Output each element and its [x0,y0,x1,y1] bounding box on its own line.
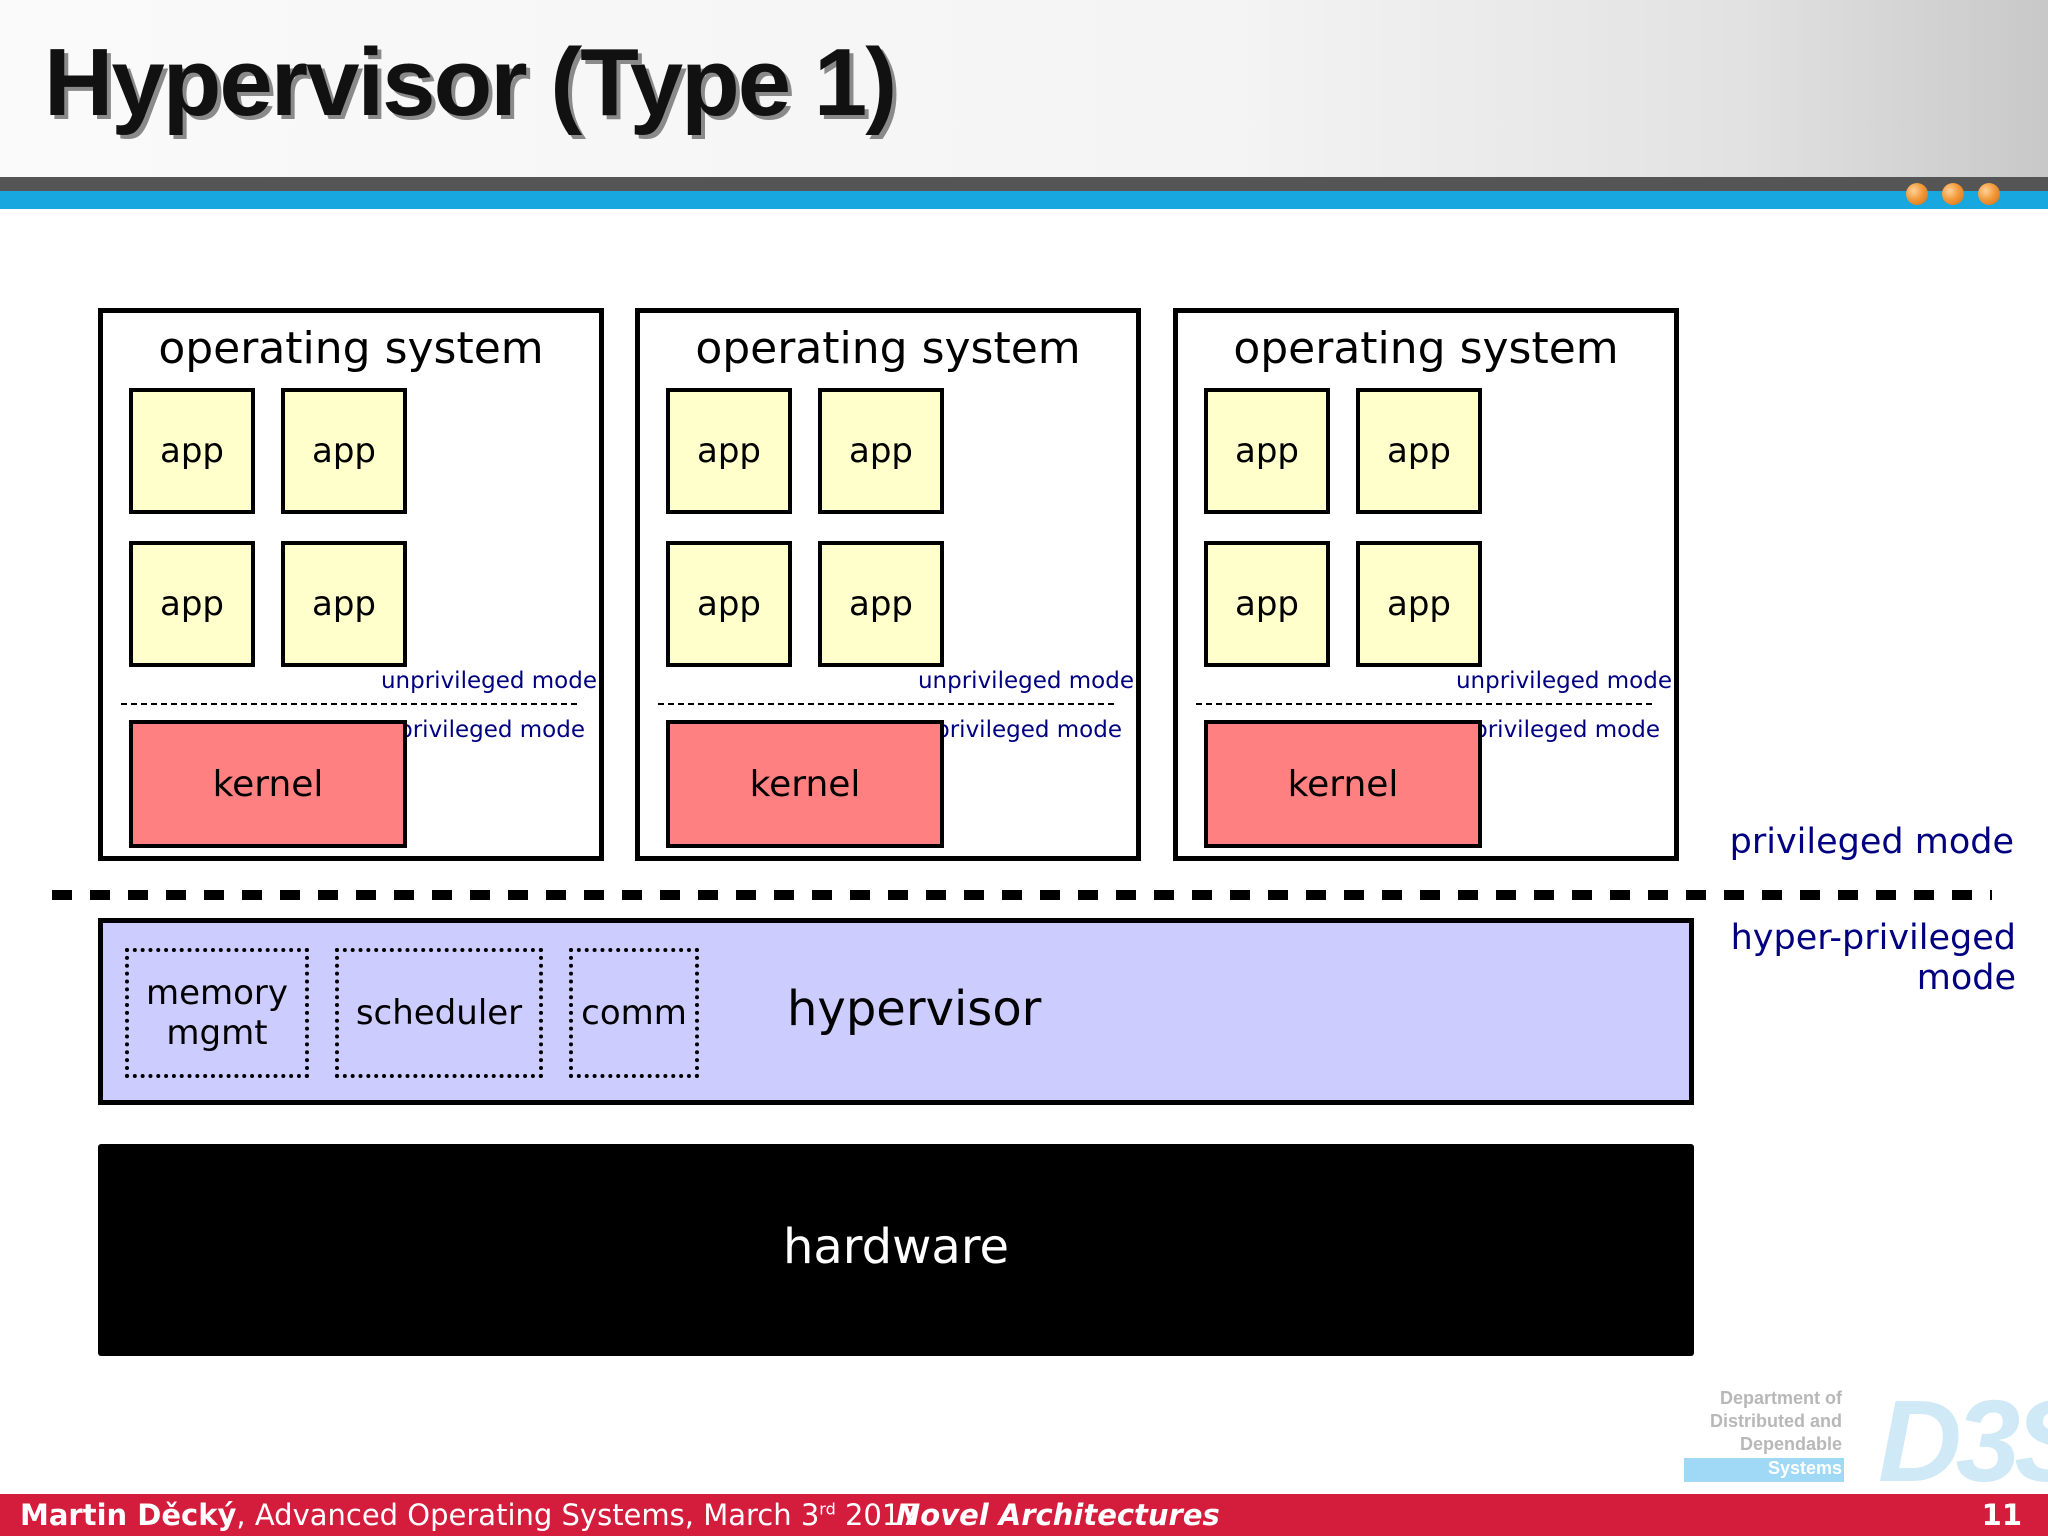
guest-os-box-2: operating system app app app app unprivi… [635,308,1141,861]
d3s-logo: D3S Department of Distributed and Depend… [1682,1376,2048,1506]
unprivileged-mode-label: unprivileged mode [917,668,1134,694]
hyper-privileged-label-line2: mode [1916,958,2016,998]
unprivileged-mode-label: unprivileged mode [380,668,597,694]
app-box: app [281,541,407,667]
app-box: app [666,388,792,514]
logo-text-line4: Systems [1767,1458,1842,1478]
hardware-label: hardware [782,1219,1010,1275]
footer-date-suffix: rd [819,1499,836,1519]
component-label: comm [581,993,687,1033]
scheduler-component: scheduler [335,948,543,1078]
footer-page-number: 11 [1981,1498,2022,1532]
os-title: operating system [1233,323,1619,374]
logo-text-line3: Dependable [1739,1434,1842,1454]
privileged-mode-side-label: privileged mode [1729,822,2014,862]
guest-os-box-1: operating system app app app app unprivi… [98,308,604,861]
app-box: app [1204,541,1330,667]
header-divider-gray [0,177,2048,191]
memory-mgmt-component: memory mgmt [125,948,309,1078]
orange-dot-icon [1942,183,1964,205]
app-box: app [1356,541,1482,667]
kernel-box: kernel [666,720,944,848]
kernel-box: kernel [1204,720,1482,848]
app-box: app [129,541,255,667]
app-box: app [1204,388,1330,514]
hyper-privileged-label-line1: hyper-privileged [1730,918,2016,958]
component-label: scheduler [355,993,523,1033]
mode-boundary-line [1196,703,1652,705]
app-box: app [818,541,944,667]
app-box: app [666,541,792,667]
slide-title: Hypervisor (Type 1) [44,29,897,136]
comm-component: comm [569,948,699,1078]
guest-os-box-3: operating system app app app app unprivi… [1173,308,1679,861]
slide-footer: Martin Děcký, Advanced Operating Systems… [0,1494,2048,1536]
app-box: app [1356,388,1482,514]
app-box: app [281,388,407,514]
component-label-line2: mgmt [166,1013,268,1053]
privileged-mode-label: privileged mode [935,717,1122,743]
mode-boundary-line [658,703,1114,705]
footer-section: Novel Architectures [896,1498,1220,1532]
app-box: app [818,388,944,514]
footer-credits: Martin Děcký, Advanced Operating Systems… [20,1498,919,1532]
header-divider-blue [0,191,2048,209]
logo-band [1684,1458,1844,1482]
footer-course: , Advanced Operating Systems, March 3 [236,1498,820,1532]
orange-dot-icon [1978,183,2000,205]
component-label-line1: memory [145,973,289,1013]
unprivileged-mode-label: unprivileged mode [1455,668,1672,694]
app-box: app [129,388,255,514]
privileged-mode-label: privileged mode [398,717,585,743]
os-title: operating system [695,323,1081,374]
hypervisor-label: hypervisor [787,981,1042,1037]
hardware-box: hardware [98,1144,1694,1356]
kernel-box: kernel [129,720,407,848]
hypervisor-boundary-line [52,890,1992,900]
logo-letters: D3S [1878,1376,2048,1506]
hypervisor-box: memory mgmt scheduler comm hypervisor [98,918,1694,1105]
orange-dot-icon [1906,183,1928,205]
logo-text-line2: Distributed and [1709,1411,1842,1431]
os-title: operating system [158,323,544,374]
footer-author: Martin Děcký [20,1498,237,1532]
mode-boundary-line [121,703,577,705]
footer-year: 2017 [835,1498,919,1532]
logo-text-line1: Department of [1719,1388,1842,1408]
slide-header: Hypervisor (Type 1) [0,0,2048,177]
privileged-mode-label: privileged mode [1473,717,1660,743]
